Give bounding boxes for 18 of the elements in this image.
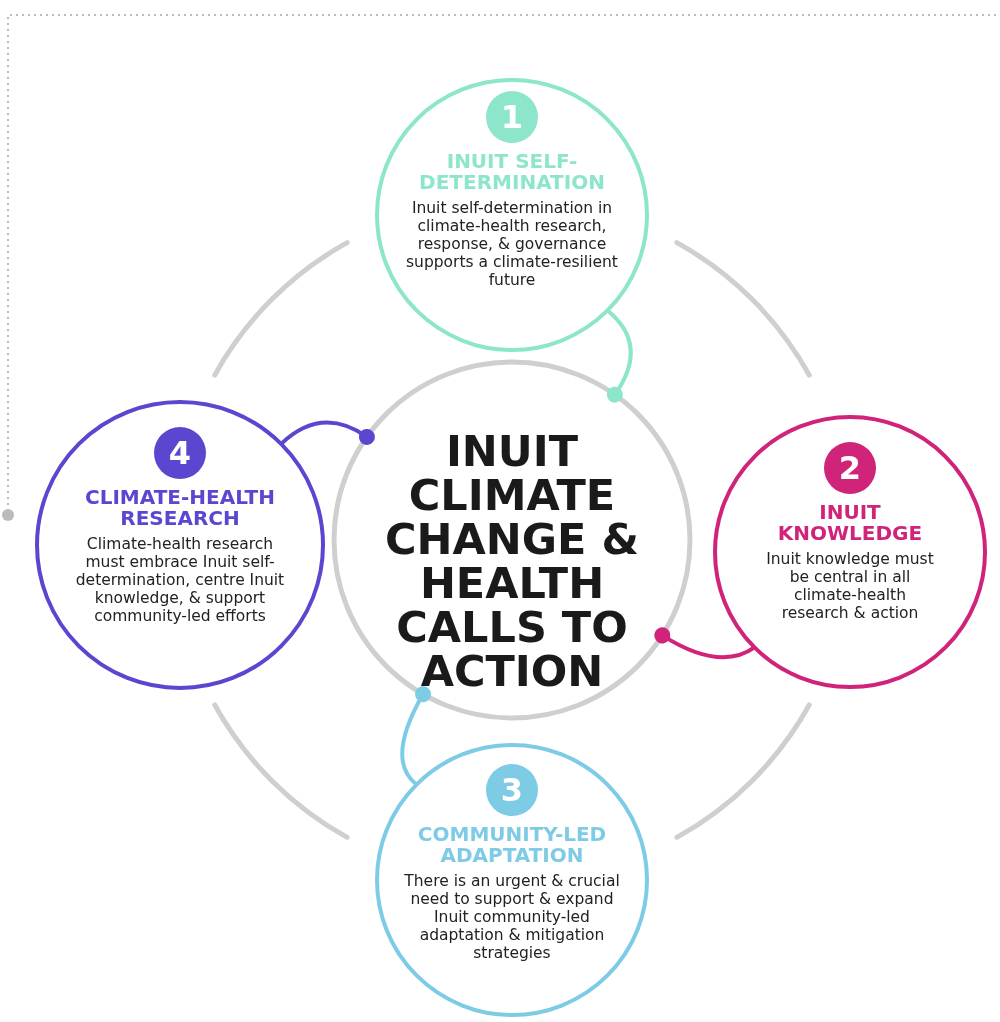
circle-description: Climate-health research must embrace Inuit self-determination, centre Inuit knowledge, & support community-led efforts	[74, 535, 286, 625]
number-badge: 3	[486, 764, 538, 816]
circle-description: There is an urgent & crucial need to support & expand Inuit community-led adaptation & mitigation strategies	[403, 872, 621, 962]
circle-title: INUIT SELF-DETERMINATION	[418, 151, 606, 193]
circle-title: INUIT KNOWLEDGE	[776, 502, 924, 544]
connector-line	[400, 686, 431, 786]
number-badge: 1	[486, 91, 538, 143]
center-heading: CALLS TO ACTION	[395, 605, 629, 693]
circle-description: Inuit self-determination in climate-health research, response, & governance supports a climate-resilient future	[405, 199, 619, 289]
number-badge: 2	[824, 442, 876, 494]
connector-line	[279, 420, 375, 446]
connector-line	[654, 627, 756, 660]
number-badge: 4	[154, 427, 206, 479]
circle-description: Inuit knowledge must be central in all climate-health research & action	[765, 550, 935, 622]
connector-line	[606, 308, 633, 403]
circle-title: COMMUNITY-LED ADAPTATION	[416, 824, 608, 866]
circle-title: CLIMATE-HEALTH RESEARCH	[84, 487, 276, 529]
center-heading: INUIT CLIMATE CHANGE & HEALTH	[384, 429, 640, 605]
